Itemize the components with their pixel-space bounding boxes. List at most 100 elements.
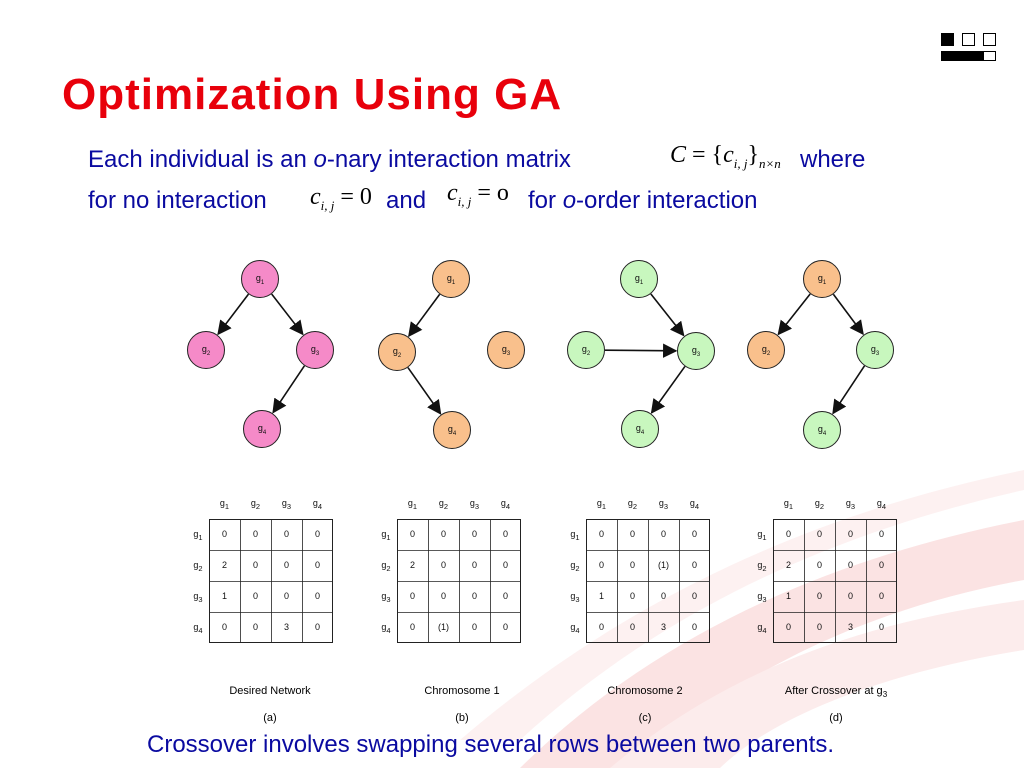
- matrix-row-header-base: g: [570, 560, 576, 570]
- matrix-row-header-base: g: [757, 622, 763, 632]
- matrix-cell: 0: [816, 529, 822, 539]
- matrix-cell: 0: [252, 529, 258, 539]
- matrix-col-header-base: g: [627, 498, 633, 508]
- matrix-col-header-base: g: [469, 498, 475, 508]
- node-g4: g4: [433, 411, 471, 449]
- matrix-cell: 0: [409, 591, 415, 601]
- matrix-col-header: g2: [428, 498, 459, 511]
- matrix-cell: 0: [785, 622, 791, 632]
- matrix-col-header-sub: 2: [632, 501, 638, 511]
- matrix-cell: 0: [314, 591, 320, 601]
- matrix-formula: C = {ci, j}n×n: [670, 142, 781, 172]
- matrix-cell: (1): [438, 622, 449, 632]
- matrix-cell: 0: [409, 529, 415, 539]
- network-caption-sub: 3: [882, 690, 888, 700]
- matrix-row-header-base: g: [193, 529, 199, 539]
- node-g1: g1: [620, 260, 658, 298]
- matrix-col-header-base: g: [250, 498, 256, 508]
- edge-g3-to-g4: [832, 365, 866, 415]
- logo-square-outline: [983, 33, 996, 46]
- matrix-row-header-base: g: [381, 591, 387, 601]
- matrix-col-header-base: g: [596, 498, 602, 508]
- matrix-col-header-sub: 2: [819, 501, 825, 511]
- node-g4: g4: [621, 410, 659, 448]
- matrix-row-header-base: g: [193, 591, 199, 601]
- node-g1-sub: 1: [451, 279, 456, 286]
- formula-lhs: C: [670, 142, 687, 168]
- matrix-row-header-sub: 4: [386, 625, 391, 635]
- matrix-col-header-sub: 3: [474, 501, 480, 511]
- matrix-cell: 0: [440, 591, 446, 601]
- node-g4-base: g: [447, 424, 453, 434]
- matrix-col-header-sub: 3: [663, 501, 669, 511]
- matrix-cell: 0: [252, 560, 258, 570]
- node-g2-sub: 2: [397, 352, 402, 359]
- network-caption: After Crossover at g3: [746, 685, 926, 699]
- matrix-cell: 0: [502, 529, 508, 539]
- matrix-col-header-sub: 1: [788, 501, 794, 511]
- formula-close: }: [747, 142, 759, 168]
- matrix-cell: 0: [440, 560, 446, 570]
- intro-text: Each individual is an: [88, 146, 314, 173]
- matrix-col-header-base: g: [500, 498, 506, 508]
- intro-line-2-end: for o-order interaction: [528, 187, 757, 215]
- network-caption: Chromosome 2: [555, 685, 735, 697]
- matrix-cell: 0: [691, 622, 697, 632]
- matrix-cell: 0: [629, 591, 635, 601]
- edge-g1-to-g2: [217, 293, 250, 336]
- matrix-cell: 0: [691, 560, 697, 570]
- intro-line-2-start: for no interaction: [88, 187, 267, 214]
- matrix-col-header-sub: 4: [694, 501, 700, 511]
- matrix-col-header-base: g: [783, 498, 789, 508]
- network-letter: (c): [638, 712, 652, 724]
- matrix-cell: 0: [847, 529, 853, 539]
- matrix-cell: 2: [785, 560, 791, 570]
- matrix-cell: 2: [221, 560, 227, 570]
- matrix-col-header-sub: 4: [317, 501, 323, 511]
- node-g4-sub: 4: [452, 430, 457, 437]
- matrix-col-header-sub: 2: [255, 501, 261, 511]
- matrix-cell: 1: [598, 591, 604, 601]
- node-g3-base: g: [310, 344, 316, 354]
- matrix-row-header-sub: 1: [575, 532, 580, 542]
- matrix-row-header: g1: [564, 529, 586, 542]
- matrix-row-header-base: g: [757, 560, 763, 570]
- node-g4: g4: [243, 410, 281, 448]
- matrix-col-header: g3: [835, 498, 866, 511]
- matrix-row-header: g3: [564, 591, 586, 604]
- matrix-cell: 0: [314, 529, 320, 539]
- matrix-cell: 0: [691, 591, 697, 601]
- matrix-col-header: g3: [648, 498, 679, 511]
- matrix-col-header-sub: 4: [881, 501, 887, 511]
- matrix-cell: 0: [471, 591, 477, 601]
- footer-caption: Crossover involves swapping several rows…: [147, 731, 834, 758]
- matrix-cell: 1: [221, 591, 227, 601]
- edge-g2-to-g3: [604, 343, 678, 358]
- matrix-cell: 0: [629, 560, 635, 570]
- matrix-cell: 0: [847, 560, 853, 570]
- matrix-row-header-base: g: [570, 591, 576, 601]
- matrix-col-header: g2: [804, 498, 835, 511]
- matrix-cell: 0: [409, 622, 415, 632]
- intro-line-1: Each individual is an o-nary interaction…: [88, 146, 571, 174]
- matrix-cell: 3: [660, 622, 666, 632]
- node-g2: g2: [567, 331, 605, 369]
- matrix-row-header-base: g: [193, 622, 199, 632]
- network-letter: (d): [829, 712, 843, 724]
- edge-g1-to-g3: [650, 293, 685, 337]
- matrix-cell: 0: [598, 529, 604, 539]
- matrix-row-header: g1: [751, 529, 773, 542]
- matrix-col-header: g1: [209, 498, 240, 511]
- matrix-row-header: g2: [187, 560, 209, 573]
- edge-g1-to-g2: [408, 293, 441, 338]
- formula-var: c: [723, 142, 734, 168]
- matrix-row-header-sub: 4: [575, 625, 580, 635]
- node-g4-sub: 4: [822, 430, 827, 437]
- matrix-row-header: g3: [187, 591, 209, 604]
- matrix-cell: 0: [878, 591, 884, 601]
- formula-sub: i, j: [320, 197, 335, 213]
- matrix-cell: 0: [471, 529, 477, 539]
